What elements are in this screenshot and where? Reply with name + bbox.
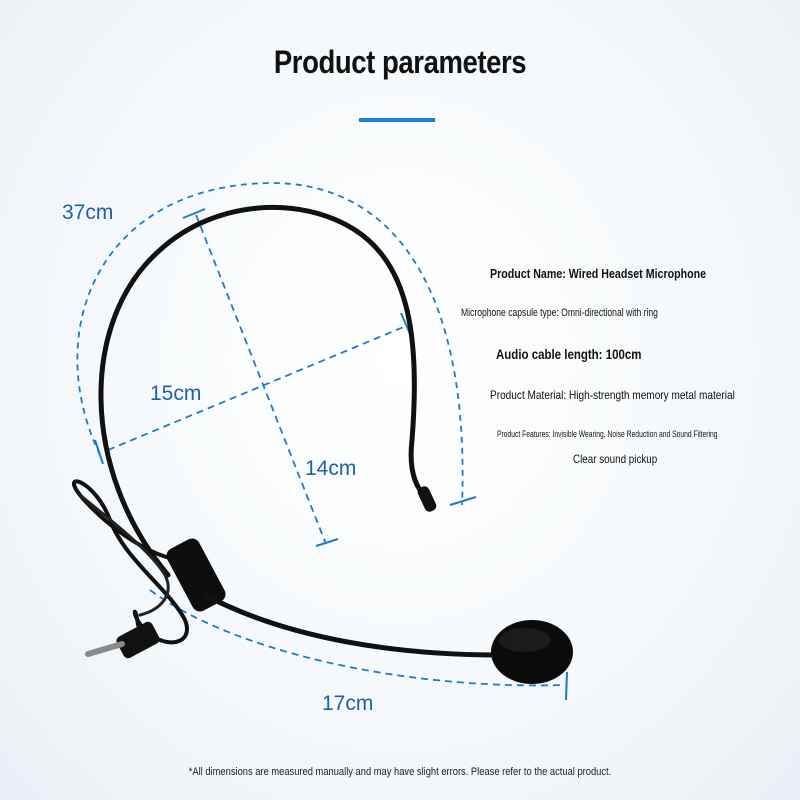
arc-dimension-line — [76, 182, 464, 506]
ear-tip — [417, 486, 437, 512]
spec-material: Product Material: High-strength memory m… — [490, 388, 735, 402]
title-underline — [359, 118, 435, 122]
height-tick-top — [182, 208, 206, 219]
spec-pickup: Clear sound pickup — [573, 452, 658, 466]
foam-highlight — [499, 628, 551, 652]
boom-tick-right — [565, 671, 568, 701]
spec-cable-length: Audio cable length: 100cm — [496, 346, 642, 362]
arc-start-tick — [94, 439, 104, 465]
spec-product-name: Product Name: Wired Headset Microphone — [490, 266, 707, 281]
control-box — [166, 538, 226, 612]
audio-cable-twist — [78, 493, 170, 617]
disclaimer-footnote: *All dimensions are measured manually an… — [188, 766, 612, 778]
height-label: 14cm — [305, 457, 357, 480]
height-dimension-line — [195, 214, 327, 545]
audio-jack-plug — [85, 641, 125, 657]
arc-end-tick — [449, 496, 477, 506]
boom-dimension-line — [149, 589, 566, 687]
page-title: Product parameters — [273, 44, 527, 80]
headband — [98, 205, 431, 578]
width-dimension-line — [107, 325, 407, 451]
width-label: 15cm — [150, 382, 202, 405]
audio-jack-body — [116, 621, 160, 659]
spec-capsule-type: Microphone capsule type: Omni-directiona… — [461, 307, 658, 319]
boom-arm — [202, 592, 503, 658]
height-tick-bottom — [315, 538, 339, 547]
spec-features: Product Features: Invisible Wearing, Noi… — [497, 429, 718, 439]
boom-length-label: 17cm — [322, 692, 374, 715]
arc-length-label: 37cm — [62, 201, 114, 224]
